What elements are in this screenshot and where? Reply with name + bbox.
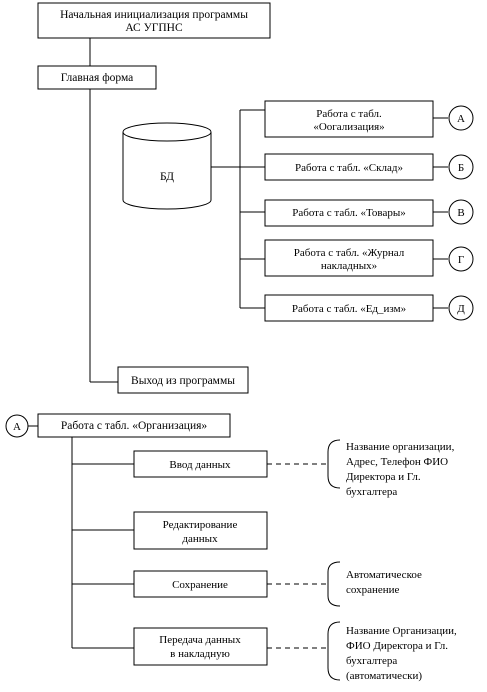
step-box-edit: Редактирование данных: [133, 511, 268, 550]
step-label-line2: данных: [182, 533, 218, 545]
annotation-line: ФИО Директора и Гл.: [346, 640, 448, 652]
connector-marker-g: Г: [448, 246, 474, 272]
step-label-line2: в накладную: [170, 648, 230, 660]
subchart-title: Работа с табл. «Организация»: [61, 420, 208, 432]
table-label-line1: Работа с табл.: [316, 108, 382, 120]
exit-label: Выход из программы: [131, 375, 235, 387]
annotation-line: (автоматически): [346, 670, 422, 682]
main-form-label: Главная форма: [61, 72, 134, 84]
connector-marker-d: Д: [448, 295, 474, 321]
annotation-save: Автоматическое сохранение: [346, 569, 422, 596]
marker-letter: Г: [458, 254, 464, 266]
table-label: Работа с табл. «Ед_изм»: [292, 303, 406, 315]
table-box-ed-izm: Работа с табл. «Ед_изм»: [264, 294, 434, 322]
annotation-line: Директора и Гл.: [346, 471, 421, 483]
annotation-line: Название организации,: [346, 441, 455, 453]
table-label-line2: накладных»: [321, 260, 377, 272]
table-box-organizatsiya: Работа с табл. «Оогализация»: [264, 100, 434, 138]
table-label: Работа с табл. «Склад»: [295, 162, 403, 174]
subchart-connector-lines: [28, 425, 341, 681]
connector-marker-v: В: [448, 199, 474, 225]
annotation-line: Адрес, Телефон ФИО: [346, 456, 448, 468]
start-box: Начальная инициализация программы АС УГП…: [37, 2, 271, 39]
database-label: БД: [160, 171, 174, 183]
annotation-line: бухгалтера: [346, 486, 397, 498]
table-box-sklad: Работа с табл. «Склад»: [264, 153, 434, 181]
marker-letter: А: [13, 421, 21, 433]
step-box-transfer: Передача данных в накладную: [133, 627, 268, 666]
table-label: Работа с табл. «Товары»: [292, 207, 406, 219]
subchart-title-box: Работа с табл. «Организация»: [37, 413, 231, 438]
step-box-input: Ввод данных: [133, 450, 268, 478]
start-label-line1: Начальная инициализация программы: [60, 9, 248, 21]
step-label-line1: Передача данных: [159, 634, 241, 646]
marker-letter: А: [457, 113, 465, 125]
connector-marker-b: Б: [448, 154, 474, 180]
start-label-line2: АС УГПНС: [125, 22, 183, 34]
step-box-save: Сохранение: [133, 570, 268, 598]
step-label: Сохранение: [172, 579, 228, 591]
table-box-zhurnal: Работа с табл. «Журнал накладных»: [264, 239, 434, 277]
main-form-box: Главная форма: [37, 65, 157, 90]
exit-box: Выход из программы: [117, 366, 249, 394]
step-label-line1: Редактирование: [163, 519, 238, 531]
marker-letter: В: [457, 207, 464, 219]
connector-lines: [89, 38, 448, 383]
table-box-tovary: Работа с табл. «Товары»: [264, 199, 434, 227]
database-cylinder: БД: [122, 122, 212, 210]
marker-letter: Б: [458, 162, 464, 174]
step-label: Ввод данных: [169, 459, 231, 471]
annotation-input: Название организации, Адрес, Телефон ФИО…: [346, 441, 455, 498]
subchart-marker-a: А: [5, 414, 29, 438]
table-label-line2: «Оогализация»: [313, 121, 384, 133]
annotation-line: Автоматическое: [346, 569, 422, 581]
annotation-line: бухгалтера: [346, 655, 397, 667]
annotation-line: Название Организации,: [346, 625, 457, 637]
annotation-transfer: Название Организации, ФИО Директора и Гл…: [346, 625, 457, 682]
table-label-line1: Работа с табл. «Журнал: [294, 247, 405, 259]
annotation-line: сохранение: [346, 584, 400, 596]
marker-letter: Д: [457, 303, 465, 315]
connector-marker-a: А: [448, 105, 474, 131]
